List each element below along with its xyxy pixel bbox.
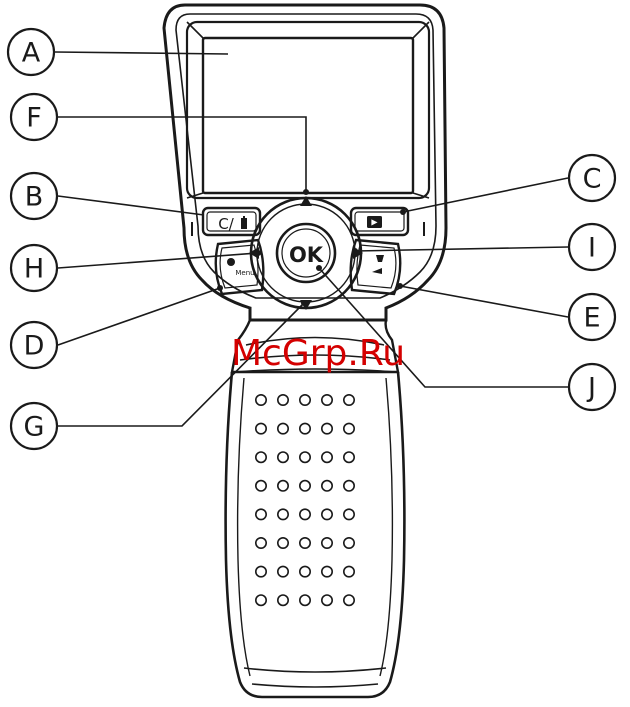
grip-hole: [300, 566, 310, 576]
callout-c: C: [569, 155, 615, 201]
button-b-label: C/: [218, 215, 234, 233]
callout-f-label: F: [26, 103, 42, 134]
callout-d: D: [11, 322, 57, 368]
grip-hole: [256, 509, 266, 519]
grip-hole: [278, 509, 288, 519]
grip-hole: [300, 481, 310, 491]
grip-hole: [344, 566, 354, 576]
grip-hole: [278, 481, 288, 491]
callout-i: I: [569, 224, 615, 270]
button-c-playback[interactable]: ▶: [351, 208, 408, 235]
grip-hole: [322, 423, 332, 433]
callout-h: H: [11, 245, 57, 291]
callout-h-label: H: [24, 254, 44, 285]
grip-hole: [344, 509, 354, 519]
menu-glyph: Menu: [235, 269, 254, 277]
callout-f: F: [11, 94, 57, 140]
callout-e: E: [569, 294, 615, 340]
dpad[interactable]: OK: [249, 196, 363, 310]
grip-hole: [256, 538, 266, 548]
grip-hole: [256, 395, 266, 405]
grip-hole: [278, 452, 288, 462]
grip-hole: [322, 395, 332, 405]
grip-hole: [344, 538, 354, 548]
light-icon: [372, 255, 384, 274]
grip-hole: [300, 395, 310, 405]
grip-hole: [278, 595, 288, 605]
callout-j-label: J: [586, 373, 596, 404]
grip-hole: [322, 538, 332, 548]
grip-hole: [322, 481, 332, 491]
button-b-power[interactable]: C/: [203, 208, 260, 235]
grip-hole: [278, 566, 288, 576]
grip-hole: [256, 595, 266, 605]
device-head: [164, 5, 446, 320]
watermark-text: McGrp.Ru: [231, 333, 405, 374]
grip-hole: [322, 566, 332, 576]
grip-hole: [256, 452, 266, 462]
callout-j: J: [569, 364, 615, 410]
grip-hole: [322, 509, 332, 519]
device-handle: [226, 372, 405, 697]
callout-b: B: [11, 173, 57, 219]
screen-display: [203, 38, 413, 193]
callout-a: A: [8, 29, 54, 75]
grip-hole: [300, 423, 310, 433]
grip-hole: [278, 538, 288, 548]
camera-icon: [241, 216, 247, 229]
grip-hole: [344, 423, 354, 433]
grip-hole: [300, 538, 310, 548]
grip-hole: [344, 481, 354, 491]
callout-b-label: B: [25, 182, 44, 213]
button-h-settings[interactable]: Menu: [216, 240, 264, 294]
control-panel: C/ ▶ Menu: [203, 196, 408, 310]
grip-hole: [344, 595, 354, 605]
grip-hole: [256, 566, 266, 576]
grip-hole: [300, 509, 310, 519]
grip-hole: [300, 595, 310, 605]
callout-c-label: C: [583, 164, 602, 195]
grip-holes: [256, 395, 354, 606]
grip-hole: [322, 595, 332, 605]
callout-g: G: [11, 403, 57, 449]
grip-hole: [300, 452, 310, 462]
callout-e-label: E: [583, 303, 600, 334]
button-c-label: ▶: [371, 218, 378, 227]
grip-hole: [322, 452, 332, 462]
grip-hole: [344, 395, 354, 405]
grip-hole: [344, 452, 354, 462]
callout-g-label: G: [24, 412, 45, 443]
callout-i-label: I: [588, 233, 596, 264]
callout-a-label: A: [22, 38, 41, 69]
grip-hole: [278, 395, 288, 405]
ok-button-label: OK: [289, 243, 324, 267]
grip-hole: [278, 423, 288, 433]
grip-hole: [256, 423, 266, 433]
gear-icon: [227, 258, 235, 266]
grip-hole: [256, 481, 266, 491]
callout-d-label: D: [24, 331, 45, 362]
